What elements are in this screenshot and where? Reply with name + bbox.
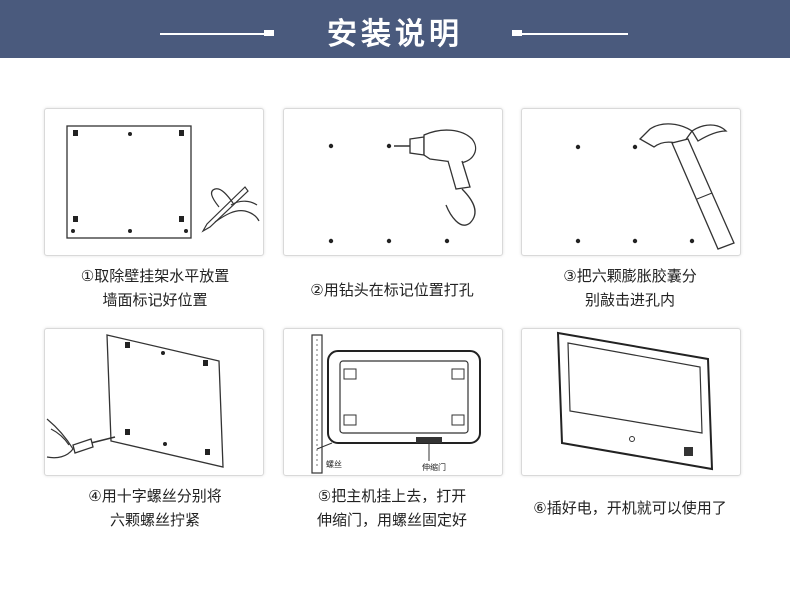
screwdriver-icon <box>46 334 224 468</box>
step-4-line-1: ④用十字螺丝分别将 <box>88 487 222 505</box>
step-5-illustration: 螺丝 伸缩门 <box>283 328 503 476</box>
step-5-line-1: ⑤把主机挂上去，打开 <box>317 487 467 505</box>
step-4-line-2: 六颗螺丝拧紧 <box>109 511 200 529</box>
hammer-icon <box>575 123 735 250</box>
header-banner: 安装说明 <box>0 0 790 58</box>
step-1-line-2: 墙面标记好位置 <box>102 291 208 309</box>
wall-bracket-marking-icon <box>66 125 260 239</box>
step-3-illustration <box>521 108 741 256</box>
step-6-illustration <box>521 328 741 476</box>
step-1-illustration <box>44 108 264 256</box>
step-5-caption: ⑤把主机挂上去，打开 伸缩门，用螺丝固定好 <box>272 484 512 532</box>
step-2-caption: ②用钻头在标记位置打孔 <box>272 278 512 302</box>
step-3-line-1: ③把六颗膨胀胶囊分 <box>563 267 697 285</box>
step-3-line-2: 别敲击进孔内 <box>584 291 675 309</box>
step-4-illustration <box>44 328 264 476</box>
step-6-line-1: ⑥插好电，开机就可以使用了 <box>533 499 727 517</box>
device-mounting-icon: 螺丝 伸缩门 <box>311 334 481 474</box>
step-1-caption: ①取除壁挂架水平放置 墙面标记好位置 <box>35 264 275 312</box>
step-2-line-1: ②用钻头在标记位置打孔 <box>310 281 474 299</box>
step-1-line-1: ①取除壁挂架水平放置 <box>80 267 230 285</box>
step-4-caption: ④用十字螺丝分别将 六颗螺丝拧紧 <box>35 484 275 532</box>
step-2-illustration <box>283 108 503 256</box>
step-6-caption: ⑥插好电，开机就可以使用了 <box>510 496 750 520</box>
screw-label: 螺丝 <box>326 459 342 469</box>
header-rule-left <box>160 33 264 35</box>
telescopic-door-label: 伸缩门 <box>422 462 446 472</box>
page-title: 安装说明 <box>327 17 463 52</box>
header-rule-left-tick <box>264 30 274 36</box>
power-drill-icon <box>328 129 477 244</box>
step-3-caption: ③把六颗膨胀胶囊分 别敲击进孔内 <box>510 264 750 312</box>
header-rule-right <box>512 33 628 35</box>
step-5-line-2: 伸缩门，用螺丝固定好 <box>316 511 467 529</box>
wall-display-icon <box>556 331 714 471</box>
